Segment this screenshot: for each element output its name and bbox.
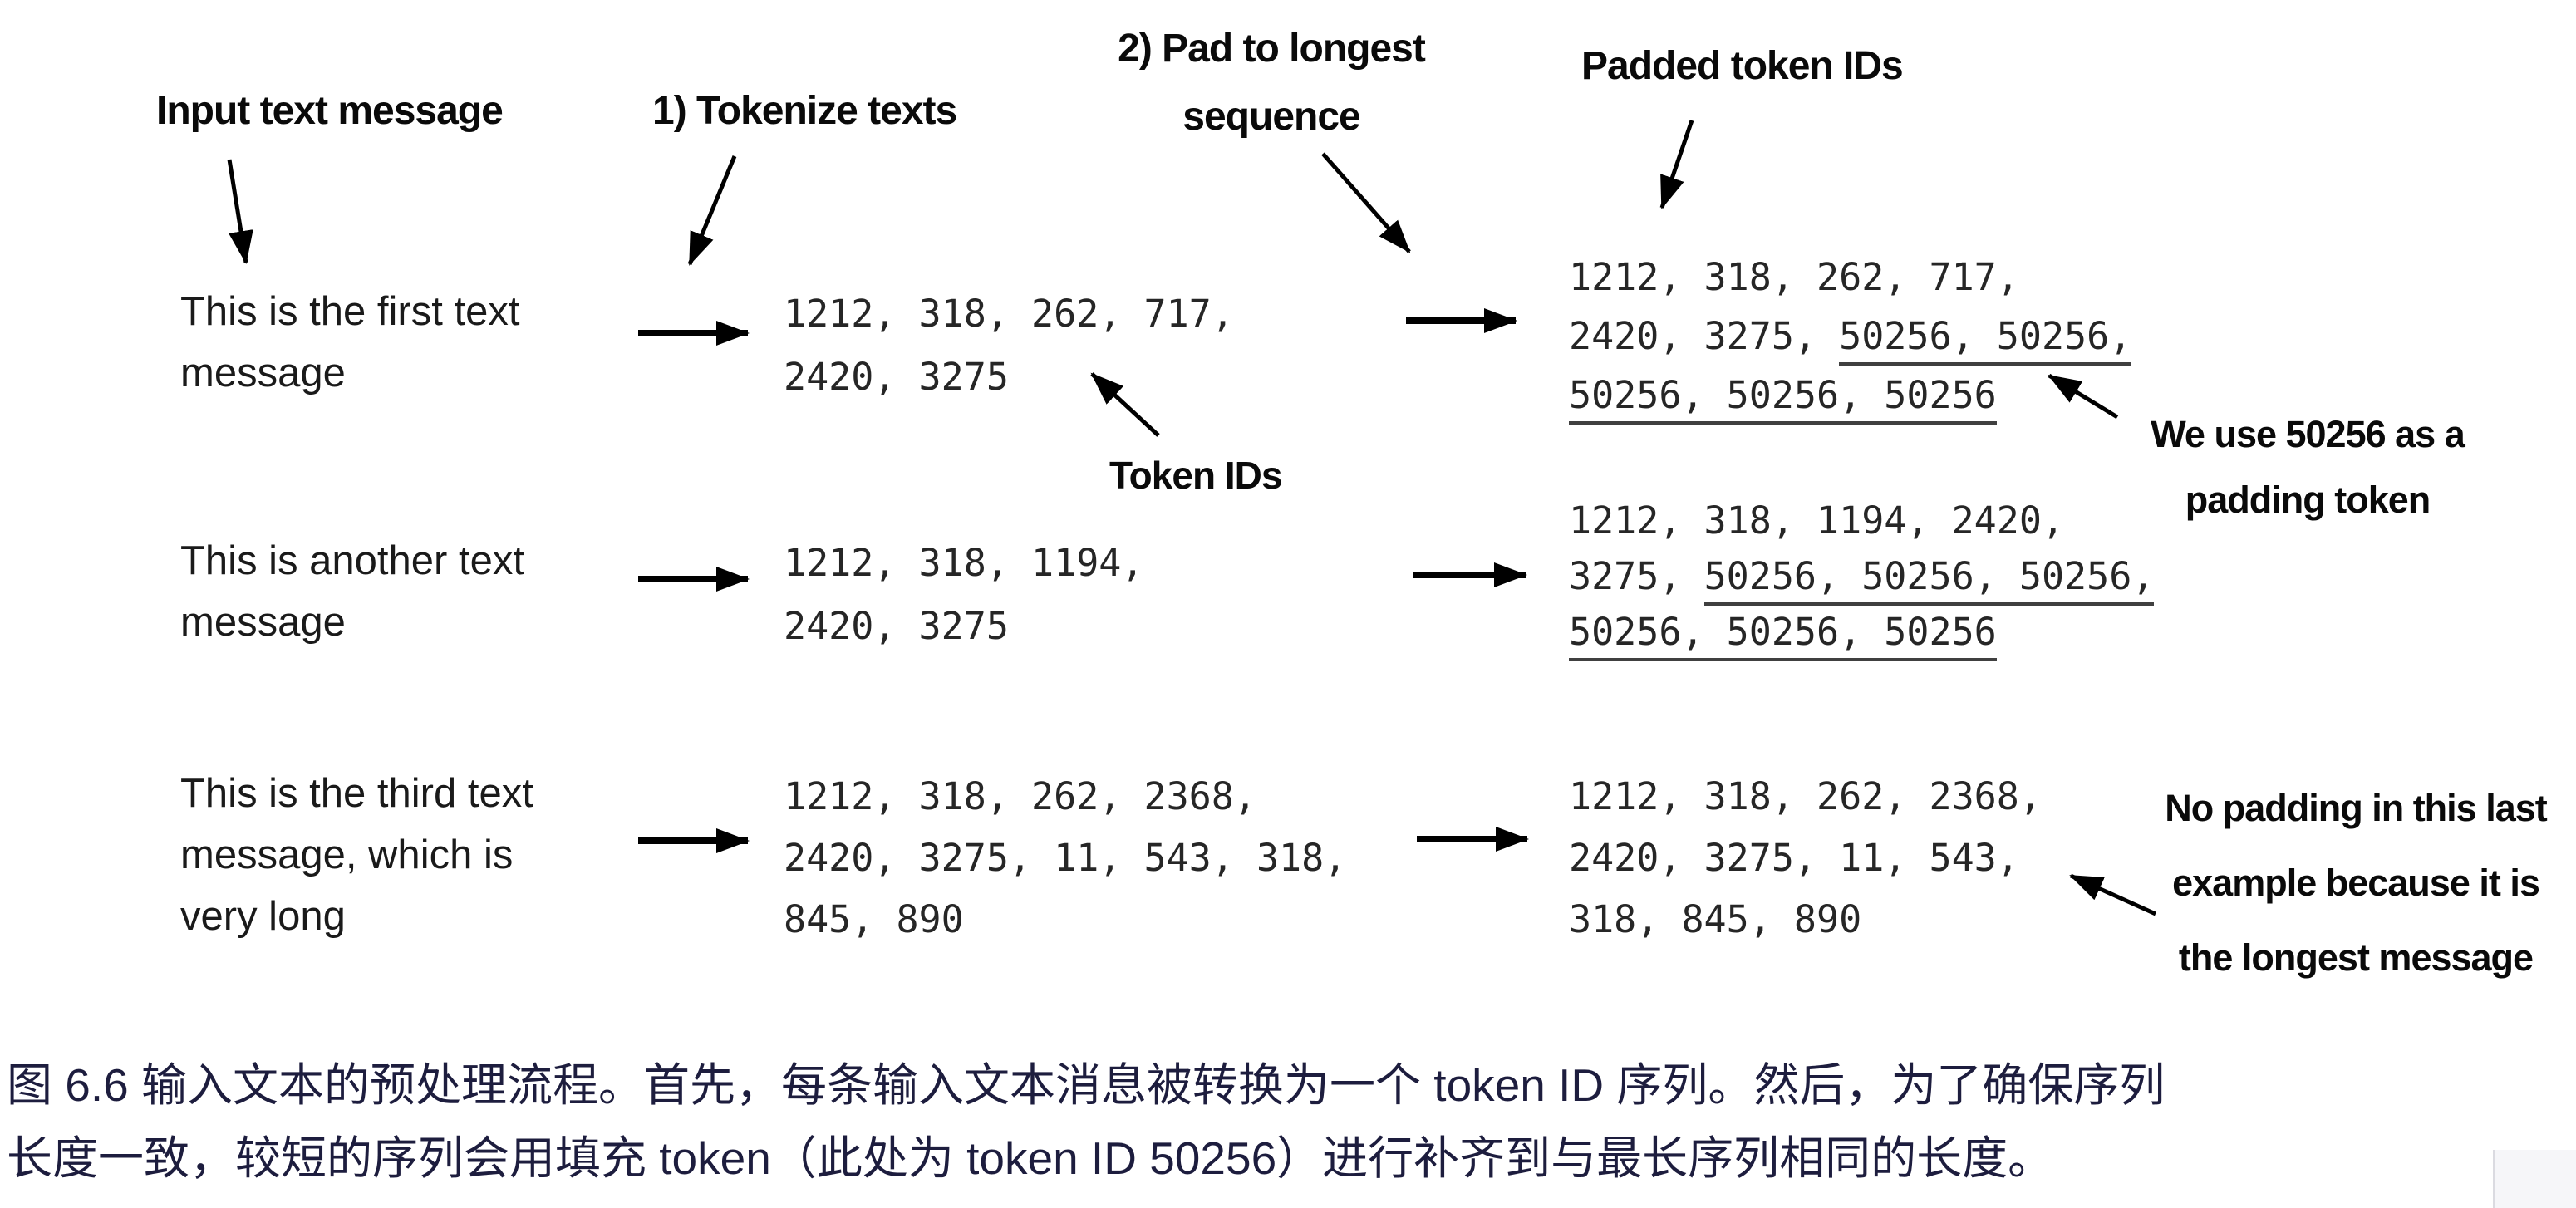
padded-ids-3-line1: 1212, 318, 262, 2368, <box>1569 774 2042 818</box>
padded-ids-1: 1212, 318, 262, 717, 2420, 3275, 50256, … <box>1569 248 2132 425</box>
padding-token-annotation: We use 50256 as a padding token <box>2100 401 2515 533</box>
padded-ids-2-line2: 3275, 50256, 50256, 50256, <box>1569 548 2155 606</box>
token-ids-1-line2: 2420, 3275 <box>784 355 1009 399</box>
input-message-2-line2: message <box>180 600 346 645</box>
input-message-3-line1: This is the third text <box>180 771 533 816</box>
pad-step-label-line1: 2) Pad to longest <box>1118 27 1426 71</box>
no-padding-annotation-line2: example because it is <box>2172 862 2540 904</box>
padded-ids-1-line2: 2420, 3275, 50256, 50256, <box>1569 307 2132 366</box>
no-padding-annotation-line1: No padding in this last <box>2165 787 2548 829</box>
padded-ids-label: Padded token IDs <box>1581 44 1904 88</box>
input-message-2-line1: This is another text <box>180 538 524 583</box>
arrow-input-label <box>227 159 253 264</box>
input-message-2: This is another text message <box>180 530 524 653</box>
token-ids-1: 1212, 318, 262, 717, 2420, 3275 <box>784 282 1234 409</box>
padded-ids-1-line1: 1212, 318, 262, 717, <box>1569 255 2019 299</box>
figure-caption-line2: 长度一致，较短的序列会用填充 token（此处为 token ID 50256）… <box>7 1132 2054 1184</box>
arrow-tokenize-label <box>687 155 737 266</box>
padded-ids-3-line2: 2420, 3275, 11, 543, <box>1569 836 2019 880</box>
padded-ids-2-line1: 1212, 318, 1194, 2420, <box>1569 498 2065 543</box>
no-padding-annotation: No padding in this last example because … <box>2140 771 2572 995</box>
padded-ids-2-line3: 50256, 50256, 50256 <box>1569 604 2154 661</box>
tokenize-step-label: 1) Tokenize texts <box>652 89 957 133</box>
pad-step-label-line2: sequence <box>1182 95 1360 139</box>
padded-ids-2: 1212, 318, 1194, 2420, 3275, 50256, 5025… <box>1569 493 2155 661</box>
padding-token-annotation-line1: We use 50256 as a <box>2151 413 2465 455</box>
input-message-1-line1: This is the first text <box>180 289 520 334</box>
padding-token-annotation-line2: padding token <box>2185 479 2431 521</box>
padded-ids-1-line3: 50256, 50256, 50256 <box>1569 366 2131 425</box>
token-ids-1-line1: 1212, 318, 262, 717, <box>784 292 1234 336</box>
corner-watermark-artifact <box>2493 1150 2576 1208</box>
token-ids-annotation: Token IDs <box>1109 454 1282 497</box>
arrow-pad-label <box>1321 152 1411 253</box>
token-ids-3-line1: 1212, 318, 262, 2368, <box>784 774 1256 818</box>
token-ids-3-line2: 2420, 3275, 11, 543, 318, <box>784 836 1347 880</box>
token-ids-3-line3: 845, 890 <box>784 897 964 941</box>
token-ids-2-line2: 2420, 3275 <box>784 604 1009 648</box>
input-message-1: This is the first text message <box>180 281 519 404</box>
token-ids-2: 1212, 318, 1194, 2420, 3275 <box>784 532 1143 658</box>
padded-ids-3-line3: 318, 845, 890 <box>1569 897 1862 941</box>
input-message-3-line2: message, which is <box>180 832 514 877</box>
token-ids-3: 1212, 318, 262, 2368, 2420, 3275, 11, 54… <box>784 766 1346 950</box>
input-message-3-line3: very long <box>180 894 346 939</box>
pad-step-label: 2) Pad to longest sequence <box>1105 15 1438 151</box>
input-message-3: This is the third text message, which is… <box>180 763 533 947</box>
padded-ids-3: 1212, 318, 262, 2368, 2420, 3275, 11, 54… <box>1569 766 2042 950</box>
figure-caption-line1: 图 6.6 输入文本的预处理流程。首先，每条输入文本消息被转换为一个 token… <box>7 1059 2166 1111</box>
token-ids-2-line1: 1212, 318, 1194, <box>784 541 1144 585</box>
input-text-label: Input text message <box>156 89 504 133</box>
no-padding-annotation-line3: the longest message <box>2178 936 2534 979</box>
input-message-1-line2: message <box>180 351 346 395</box>
figure-caption: 图 6.6 输入文本的预处理流程。首先，每条输入文本消息被转换为一个 token… <box>7 1048 2165 1195</box>
arrow-padded-ids-label <box>1659 120 1694 209</box>
